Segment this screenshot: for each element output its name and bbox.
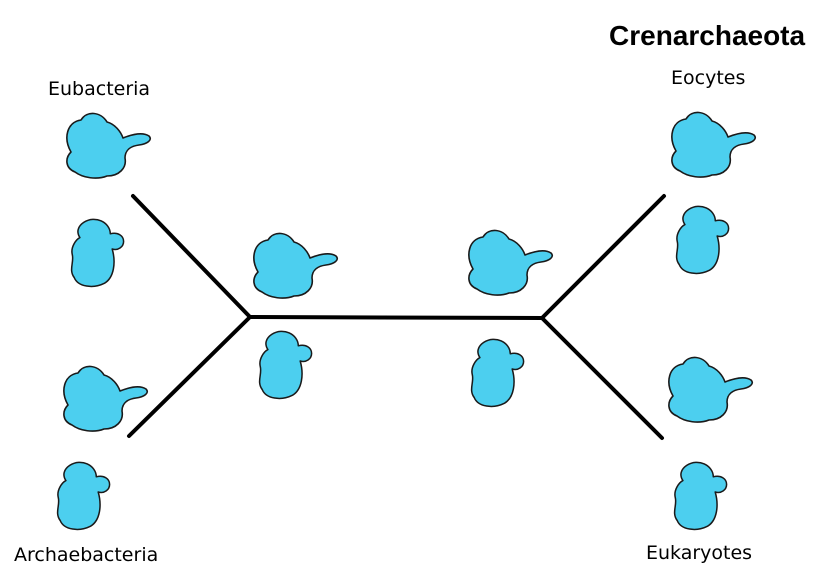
label-eubacteria: Eubacteria <box>48 78 151 100</box>
protein-shape-icon <box>675 205 730 275</box>
protein-shape-icon <box>668 356 754 423</box>
branch-eukaryotes <box>540 316 664 440</box>
protein-shape-icon <box>468 229 554 296</box>
protein-shape-icon <box>56 461 111 531</box>
branch-eubacteria <box>131 194 252 319</box>
label-archaebacteria: Archaebacteria <box>14 544 159 566</box>
branch-eocytes <box>540 194 666 320</box>
protein-shape-icon <box>66 112 152 179</box>
diagram-title: Crenarchaeota <box>609 20 806 51</box>
protein-shape-icon <box>258 330 313 400</box>
protein-shape-icon <box>63 365 149 432</box>
protein-shape-icon <box>470 338 525 408</box>
protein-shape-icon <box>70 218 125 288</box>
protein-shape-icon <box>673 461 728 531</box>
protein-shape-icon <box>253 232 339 299</box>
branch-internal <box>248 315 544 320</box>
branch-archaebacteria <box>127 315 252 438</box>
protein-shape-icon <box>671 111 757 178</box>
tree-branches <box>127 194 666 440</box>
label-eukaryotes: Eukaryotes <box>646 542 753 564</box>
label-eocytes: Eocytes <box>671 67 746 89</box>
